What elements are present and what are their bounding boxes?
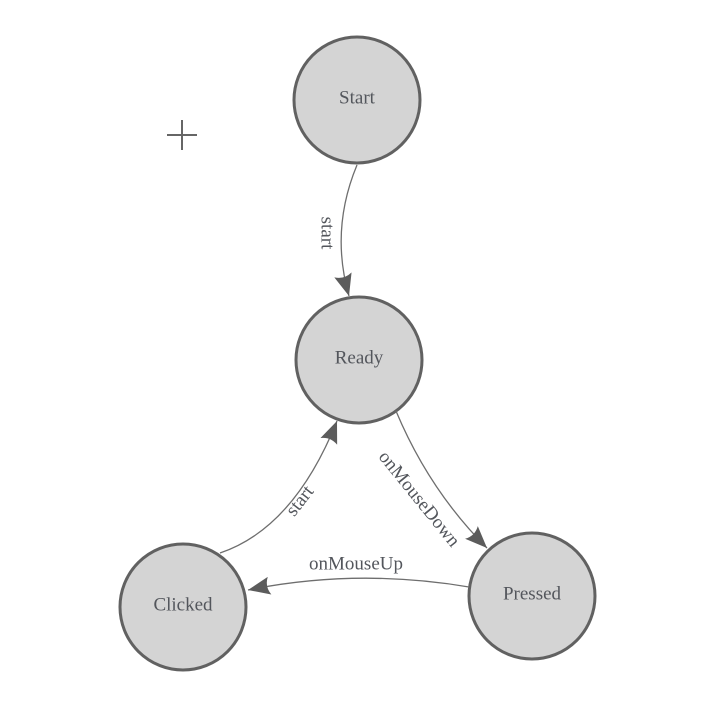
state-node-start[interactable]: Start bbox=[292, 35, 422, 165]
transition-edge-label-ready-to-pressed: onMouseDown bbox=[374, 447, 464, 552]
transition-edge-path-start-to-ready[interactable] bbox=[334, 164, 358, 297]
transition-edge-clicked-to-ready[interactable]: start bbox=[219, 420, 338, 554]
transition-edge-path-clicked-to-ready[interactable] bbox=[219, 420, 338, 554]
state-node-circle-ready[interactable] bbox=[294, 295, 424, 425]
transition-edge-label-clicked-to-ready: start bbox=[282, 481, 319, 520]
state-node-label-clicked: Clicked bbox=[153, 595, 213, 616]
transition-edge-ready-to-pressed[interactable]: onMouseDown bbox=[374, 410, 488, 552]
transition-edge-path-pressed-to-clicked[interactable] bbox=[247, 576, 470, 595]
transition-edge-pressed-to-clicked[interactable]: onMouseUp bbox=[247, 554, 470, 595]
state-node-label-start: Start bbox=[339, 88, 376, 109]
crosshair-icon bbox=[167, 120, 197, 150]
state-node-pressed[interactable]: Pressed bbox=[467, 531, 597, 661]
transition-edge-label-start-to-ready: start bbox=[317, 217, 338, 250]
transition-edge-path-ready-to-pressed[interactable] bbox=[395, 410, 488, 549]
state-node-label-ready: Ready bbox=[335, 348, 384, 369]
state-node-clicked[interactable]: Clicked bbox=[118, 542, 248, 672]
state-node-label-pressed: Pressed bbox=[503, 584, 562, 605]
transition-edge-start-to-ready[interactable]: start bbox=[317, 164, 358, 297]
state-node-circle-pressed[interactable] bbox=[467, 531, 597, 661]
state-node-ready[interactable]: Ready bbox=[294, 295, 424, 425]
state-node-circle-start[interactable] bbox=[292, 35, 422, 165]
state-node-circle-clicked[interactable] bbox=[118, 542, 248, 672]
transition-edge-label-pressed-to-clicked: onMouseUp bbox=[309, 554, 403, 575]
